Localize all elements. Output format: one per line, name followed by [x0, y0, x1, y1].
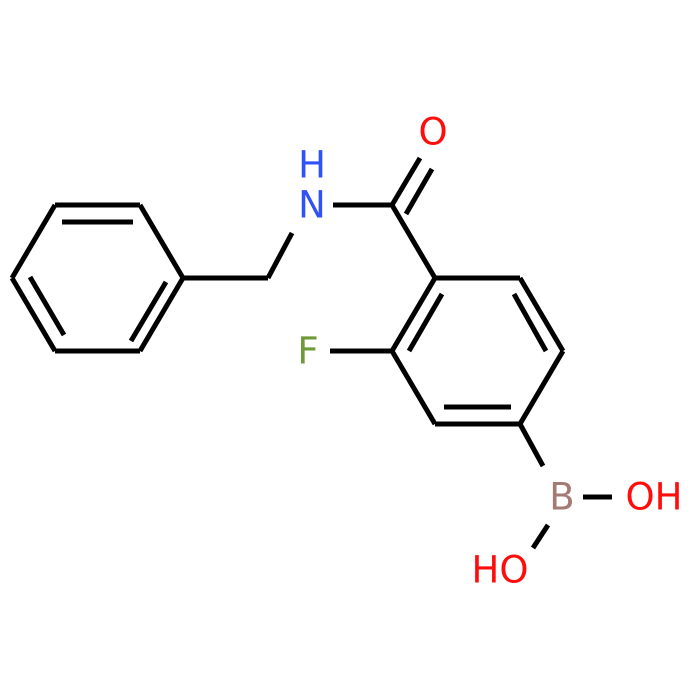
bond-ch2-n — [265, 231, 295, 280]
atom-label-ho: HO — [472, 549, 529, 592]
double-bond-inner — [511, 292, 549, 353]
atom-label-f: F — [297, 330, 318, 373]
bond-c-b — [517, 422, 546, 468]
bond — [137, 276, 186, 353]
bond — [389, 349, 438, 426]
bond-c-o-2 — [403, 167, 435, 216]
atom-label-o-carbonyl: O — [418, 111, 447, 154]
bond — [9, 203, 58, 280]
bond — [9, 276, 58, 353]
bond — [389, 276, 438, 353]
double-bond-inner — [406, 292, 445, 353]
bond-b-ho — [530, 523, 551, 550]
double-bond-inner — [128, 280, 169, 343]
bond — [517, 349, 566, 426]
bond-c-o-1 — [389, 156, 423, 207]
double-bond-inner — [27, 275, 67, 337]
bond — [517, 276, 566, 353]
atom-label-n: N — [298, 184, 326, 227]
bond — [137, 203, 186, 280]
atom-label-h-n: H — [298, 144, 326, 187]
atom-label-oh: OH — [626, 476, 683, 519]
central-ring — [389, 275, 566, 427]
bond-c-ring — [389, 203, 438, 280]
benzyl-ring — [9, 202, 186, 354]
atom-label-b: B — [549, 476, 574, 519]
